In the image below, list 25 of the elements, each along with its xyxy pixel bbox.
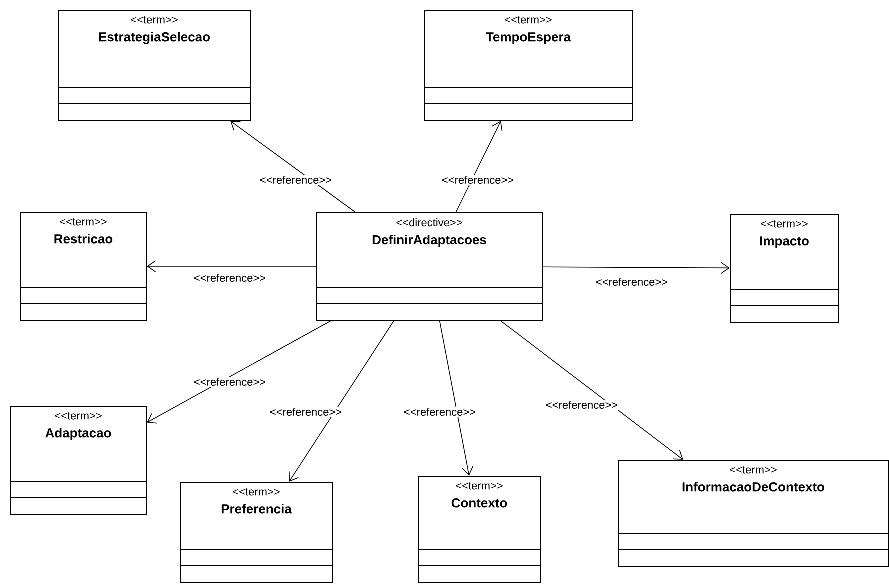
class-box: <<term>> Adaptacao xyxy=(10,406,147,515)
edge-label: <<reference>> xyxy=(440,174,516,186)
class-box: <<term>> EstrategiaSelecao xyxy=(58,10,251,121)
edge-label: <<reference>> xyxy=(594,276,670,288)
class-box: <<term>> Impacto xyxy=(730,214,839,323)
arrow xyxy=(147,260,316,272)
class-box: <<directive>> DefinirAdaptacoes xyxy=(316,212,543,321)
arrow xyxy=(500,320,684,460)
edge-label: <<reference>> xyxy=(192,272,268,284)
class-box: <<term>> InformacaoDeContexto xyxy=(618,460,889,567)
class-box: <<term>> TempoEspera xyxy=(424,10,633,121)
edge-label: <<reference>> xyxy=(402,406,478,418)
arrow xyxy=(289,320,394,482)
edge-label: <<reference>> xyxy=(268,406,344,418)
arrow xyxy=(230,121,356,212)
class-box: <<term>> Contexto xyxy=(418,476,541,583)
arrow xyxy=(542,262,730,274)
class-box: <<term>> Restricao xyxy=(20,212,147,321)
edge-label: <<reference>> xyxy=(192,376,268,388)
edge-label: <<reference>> xyxy=(544,400,620,410)
arrow xyxy=(147,320,332,424)
class-box: <<term>> Preferencia xyxy=(180,482,333,583)
arrow xyxy=(439,320,474,476)
arrow xyxy=(456,121,503,212)
edge-label: <<reference>> xyxy=(258,174,334,186)
